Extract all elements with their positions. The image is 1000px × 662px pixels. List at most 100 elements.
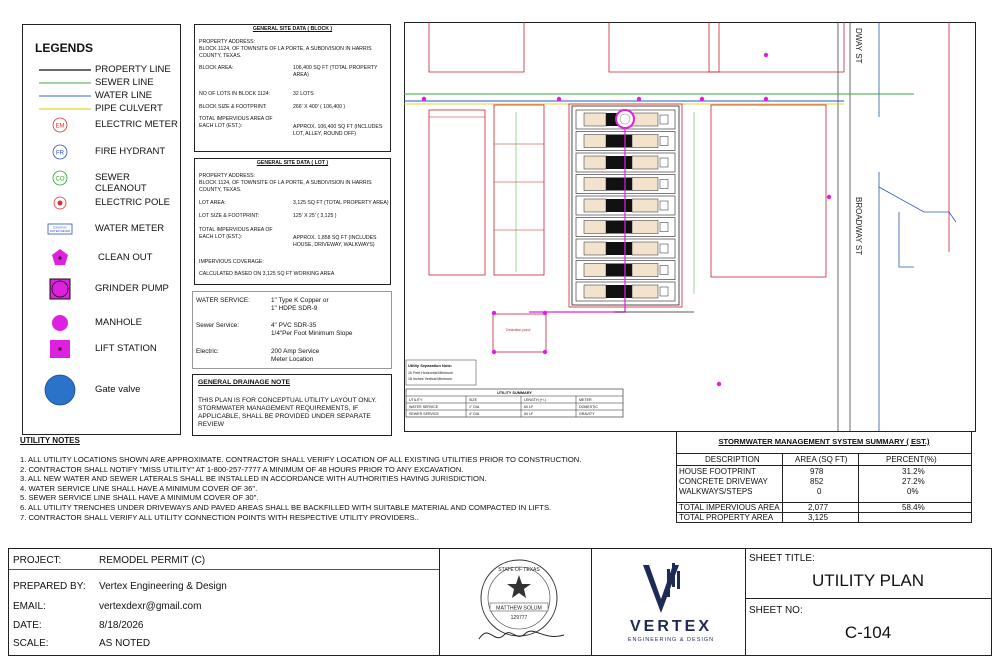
water-service-label: WATER SERVICE: (196, 297, 250, 304)
utility-note: 7. CONTRACTOR SHALL VERIFY ALL UTILITY C… (20, 512, 419, 522)
grinder-pump-icon (49, 278, 71, 300)
electric-pole-icon (53, 196, 67, 210)
svg-text:FR: FR (56, 151, 65, 157)
sewer-service-label: Sewer Service: (196, 322, 239, 329)
lot-c (710, 104, 827, 278)
site-data-block-panel: GENERAL SITE DATA ( BLOCK ) PROPERTY ADD… (194, 24, 391, 152)
site-lot-imperv-value: APPROX. 1,858 SQ FT (INCLUDES HOUSE, DRI… (293, 235, 377, 249)
separation-note-line-1: 10 Feet Horizontal Minimum (408, 371, 453, 375)
utility-notes-list: 1. ALL UTILITY LOCATIONS SHOWN ARE APPRO… (20, 455, 581, 522)
right-water-line (878, 186, 957, 268)
site-block-address-label: PROPERTY ADDRESS: (199, 39, 256, 45)
seal-number-text: 129777 (511, 615, 528, 621)
project-value: REMODEL PERMIT (C) (99, 555, 206, 566)
sw-total-prop-area: 3,125 (808, 513, 829, 522)
top-lot-1 (428, 22, 525, 73)
electric-service-label: Electric: (196, 348, 219, 355)
utility-summary-cell: SEWER SERVICE (409, 412, 439, 416)
title-block: PROJECT: REMODEL PERMIT (C) PREPARED BY:… (8, 548, 992, 656)
site-block-size-value: 266' X 400' ( 106,400 ) (293, 104, 346, 110)
site-block-size-label: BLOCK SIZE & FOOTPRINT: (199, 104, 267, 110)
utility-note: 1. ALL UTILITY LOCATIONS SHOWN ARE APPRO… (20, 455, 582, 464)
electric-pole-marker (421, 96, 427, 102)
site-block-imperv-label: TOTAL IMPERVIOUS AREA OF EACH LOT (EST.)… (199, 116, 273, 130)
utility-notes-title: UTILITY NOTES (20, 436, 80, 445)
site-block-area-label: BLOCK AREA: (199, 65, 234, 71)
site-lot-coverage-note: CALCULATED BASED ON 3,125 SQ FT WORKING … (199, 271, 335, 277)
electric-pole-marker (763, 52, 769, 58)
street-label-top: DWAY ST (854, 28, 863, 64)
vertex-logo-sub: ENGINEERING & DESIGN (628, 637, 714, 643)
sw-total-imperv-desc: TOTAL IMPERVIOUS AREA (679, 503, 780, 512)
sw-row-desc: HOUSE FOOTPRINT (679, 467, 756, 476)
seal-top-text: STATE OF TEXAS (498, 567, 540, 573)
sw-row-desc: CONCRETE DRIVEWAY (679, 477, 768, 486)
svg-text:EXISTING: EXISTING (53, 226, 66, 230)
separation-note-box (405, 359, 477, 386)
site-block-address: BLOCK 1124, OF TOWNSITE OF LA PORTE, A S… (199, 46, 372, 60)
electric-pole-marker (542, 349, 548, 355)
legend-label-water-meter: WATER METER (95, 223, 165, 234)
lot-a (428, 109, 486, 276)
water-service-value-1: 1" Type K Copper or (271, 297, 329, 304)
stormwater-summary-table: STORMWATER MANAGEMENT SYSTEM SUMMARY ( E… (676, 431, 972, 523)
utility-summary-cell: DOMESTIC (579, 405, 598, 409)
date-label: DATE: (13, 620, 42, 631)
electric-meter-icon: EM (52, 117, 68, 133)
prepared-by-value: Vertex Engineering & Design (99, 581, 227, 592)
sw-total-imperv-pct: 58.4% (902, 503, 925, 512)
legend-label-gate-valve: Gate valve (95, 384, 141, 395)
sewer-service-value-1: 4" PVC SDR-35 (271, 322, 317, 329)
drainage-note-title: GENERAL DRAINAGE NOTE (198, 379, 291, 386)
sw-row-pct: 0% (907, 487, 919, 496)
legend-label-sewer-line: SEWER LINE (95, 77, 154, 88)
utility-summary-cell: 60 LF (524, 405, 534, 409)
utility-summary-title: UTILITY SUMMARY (497, 391, 532, 395)
site-data-lot-panel: GENERAL SITE DATA ( LOT ) PROPERTY ADDRE… (194, 158, 391, 285)
detention-pond-label: Detention pond (506, 328, 530, 332)
lot-b (493, 104, 545, 276)
top-lot-2 (608, 22, 720, 73)
fire-hydrant-icon: FR (52, 144, 68, 160)
electric-pole-marker (491, 349, 497, 355)
separation-note-title: Utility Separation Note: (408, 363, 452, 368)
sewer-cleanout-icon: CO (52, 170, 68, 186)
electric-pole-marker (491, 310, 497, 316)
sheet-title: UTILITY PLAN (811, 571, 925, 590)
utility-summary-cell: GRAVITY (579, 412, 595, 416)
sw-header-area: AREA (SQ FT) (795, 455, 848, 464)
utility-summary-header: METER (579, 398, 592, 402)
utility-summary-header: SIZE (469, 398, 478, 402)
lot-unit (575, 152, 676, 173)
legend-title: LEGENDS (35, 41, 94, 55)
detention-pond (492, 313, 547, 353)
drainage-note-text: THIS PLAN IS FOR CONCEPTUAL UTILITY LAYO… (198, 397, 377, 428)
site-lot-size-value: 125' X 25' ( 3,125 ) (293, 213, 337, 219)
electric-pole-marker (636, 96, 642, 102)
site-lot-size-label: LOT SIZE & FOOTPRINT: (199, 213, 260, 219)
drainage-note-panel: GENERAL DRAINAGE NOTE THIS PLAN IS FOR C… (192, 374, 392, 436)
site-block-lots-label: NO OF LOTS IN BLOCK 1124: (199, 91, 271, 97)
sheet-number: C-104 (844, 623, 892, 642)
signature (478, 630, 565, 640)
scale-value: AS NOTED (99, 638, 151, 649)
vertex-logo-mark-icon (643, 563, 680, 613)
site-lot-address-label: PROPERTY ADDRESS: (199, 173, 256, 179)
date-value: 8/18/2026 (99, 620, 144, 631)
electric-pole-marker (716, 381, 722, 387)
utility-summary-cell: WATER SERVICE (409, 405, 439, 409)
gate-valve-icon (44, 374, 76, 406)
electric-service-value-2: Meter Location (271, 356, 314, 363)
prepared-by-label: PREPARED BY: (13, 581, 86, 592)
electric-pole-marker (699, 96, 705, 102)
site-lot-area-label: LOT AREA: (199, 200, 226, 206)
sw-row-area: 852 (810, 477, 824, 486)
electric-pole-marker (763, 96, 769, 102)
legend-label-electric-meter: ELECTRIC METER (95, 119, 178, 130)
legend-label-clean-out: CLEAN OUT (98, 252, 153, 263)
street-label-right: BROADWAY ST (854, 197, 863, 255)
separation-note-line-2: 18 Inches Vertical Minimum (408, 377, 452, 381)
